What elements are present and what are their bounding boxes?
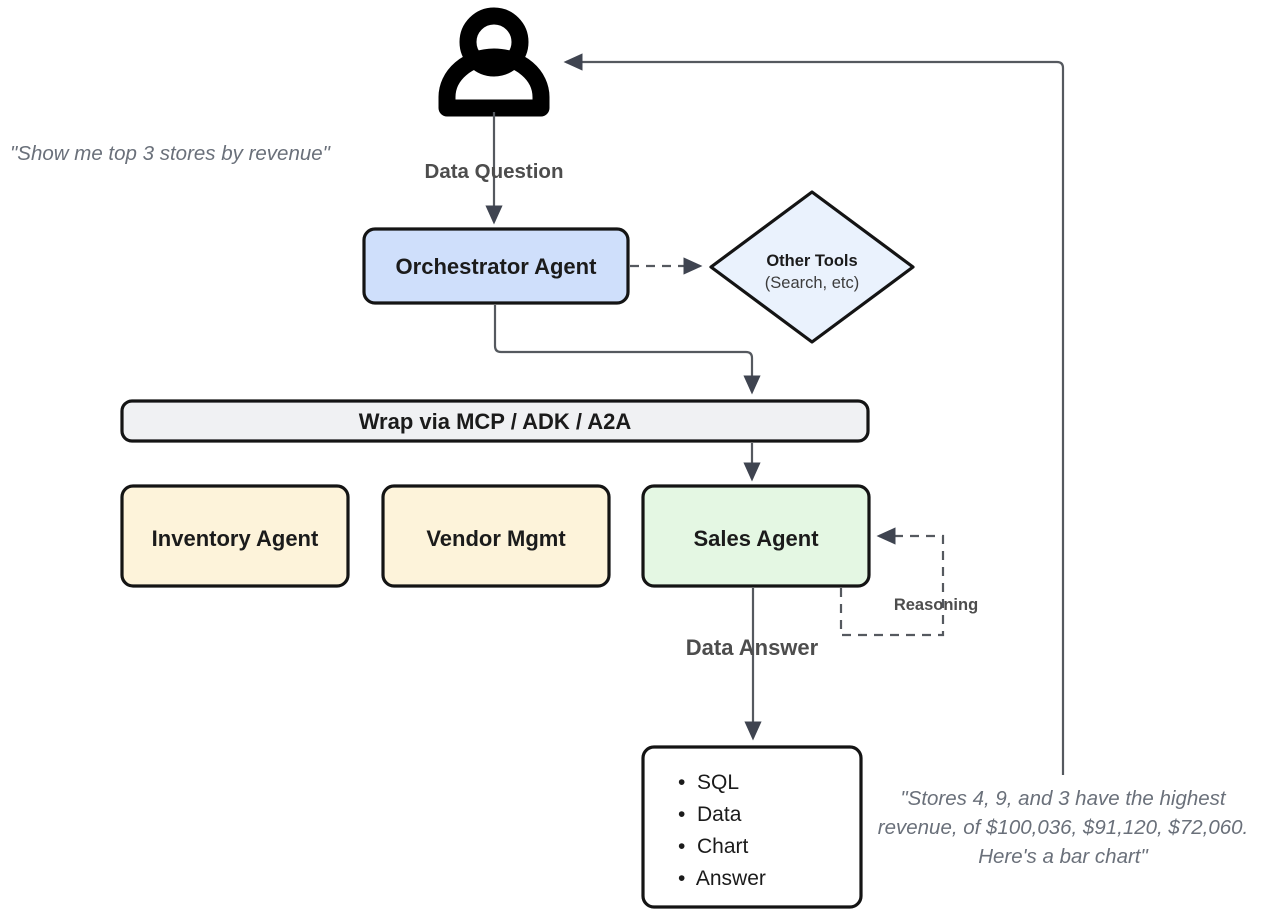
edge-label-reasoning: Reasoning bbox=[894, 596, 978, 614]
user-person-icon bbox=[438, 7, 550, 117]
edge-label-data-question: Data Question bbox=[425, 160, 564, 183]
orchestrator-to-wrap-edge bbox=[493, 305, 761, 395]
answer-quote-line-3: Here's a bar chart" bbox=[978, 845, 1149, 868]
node-inventory-agent[interactable]: Inventory Agent bbox=[120, 484, 350, 588]
node-wrap-bar[interactable]: Wrap via MCP / ADK / A2A bbox=[120, 399, 870, 443]
node-output-box[interactable]: • SQL • Data • Chart • Answer bbox=[641, 745, 863, 909]
node-sublabel-other-tools: (Search, etc) bbox=[765, 274, 859, 292]
node-sales-agent[interactable]: Sales Agent bbox=[641, 484, 871, 588]
user-question-quote: "Show me top 3 stores by revenue" bbox=[10, 142, 332, 165]
node-vendor-mgmt[interactable]: Vendor Mgmt bbox=[381, 484, 611, 588]
answer-quote-line-1: "Stores 4, 9, and 3 have the highest bbox=[900, 787, 1227, 810]
node-label-other-tools: Other Tools bbox=[766, 252, 857, 270]
output-item-sql: • SQL bbox=[678, 771, 739, 794]
answer-quote-line-2: revenue, of $100,036, $91,120, $72,060. bbox=[878, 816, 1248, 839]
output-item-answer: • Answer bbox=[678, 867, 766, 890]
node-label-inventory-agent: Inventory Agent bbox=[152, 526, 319, 551]
edge-label-data-answer: Data Answer bbox=[686, 635, 819, 660]
reasoning-loop-edge bbox=[839, 527, 945, 637]
feedback-return-edge bbox=[563, 53, 1065, 775]
output-item-chart: • Chart bbox=[678, 835, 749, 858]
node-label-orchestrator: Orchestrator Agent bbox=[396, 254, 598, 279]
node-other-tools[interactable]: Other Tools (Search, etc) bbox=[709, 190, 915, 344]
node-label-vendor-mgmt: Vendor Mgmt bbox=[426, 526, 566, 551]
output-item-data: • Data bbox=[678, 803, 742, 826]
node-label-wrap-bar: Wrap via MCP / ADK / A2A bbox=[359, 409, 632, 434]
node-label-sales-agent: Sales Agent bbox=[693, 526, 819, 551]
node-orchestrator-agent[interactable]: Orchestrator Agent bbox=[362, 227, 630, 305]
